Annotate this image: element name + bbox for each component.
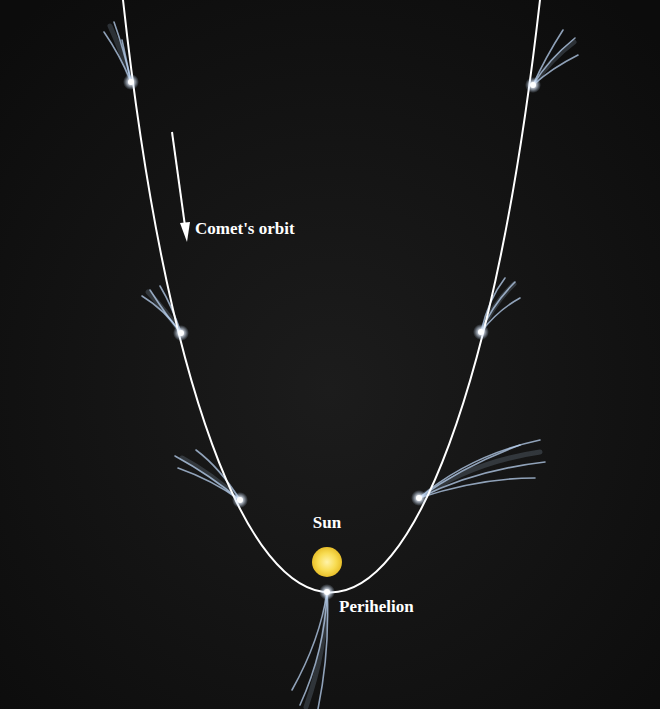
comet-head [411,490,427,506]
comet-head [525,77,541,93]
comet-head [173,325,189,341]
tail [318,592,328,709]
tail [419,445,520,498]
comet-head [324,589,330,595]
orbit-curve [123,0,540,593]
direction-label: Comet's orbit [195,219,295,239]
comet-head [232,492,248,508]
arrow-head [180,222,190,242]
comet-heads [123,74,541,600]
tail-streaks [104,22,578,709]
comet-head [128,79,134,85]
tail [533,42,574,85]
comet-head [416,495,422,501]
perihelion-label: Perihelion [339,597,414,617]
tail [533,30,563,85]
comet-head [237,497,243,503]
tail [300,592,327,705]
comet-tails [104,22,578,709]
tail [175,456,240,500]
direction-arrow [172,132,190,242]
sun-label: Sun [313,513,341,533]
tail [292,592,327,690]
tail [419,462,545,498]
comet-head [478,329,484,335]
comet-head [123,74,139,90]
arrow-shaft [172,132,185,226]
comet-head [319,584,335,600]
comet-head [473,324,489,340]
tail [419,478,535,498]
sun-disc [312,547,342,577]
comet-head [530,82,536,88]
tail [178,468,240,500]
comet-head [178,330,184,336]
tail-haze [110,26,574,707]
